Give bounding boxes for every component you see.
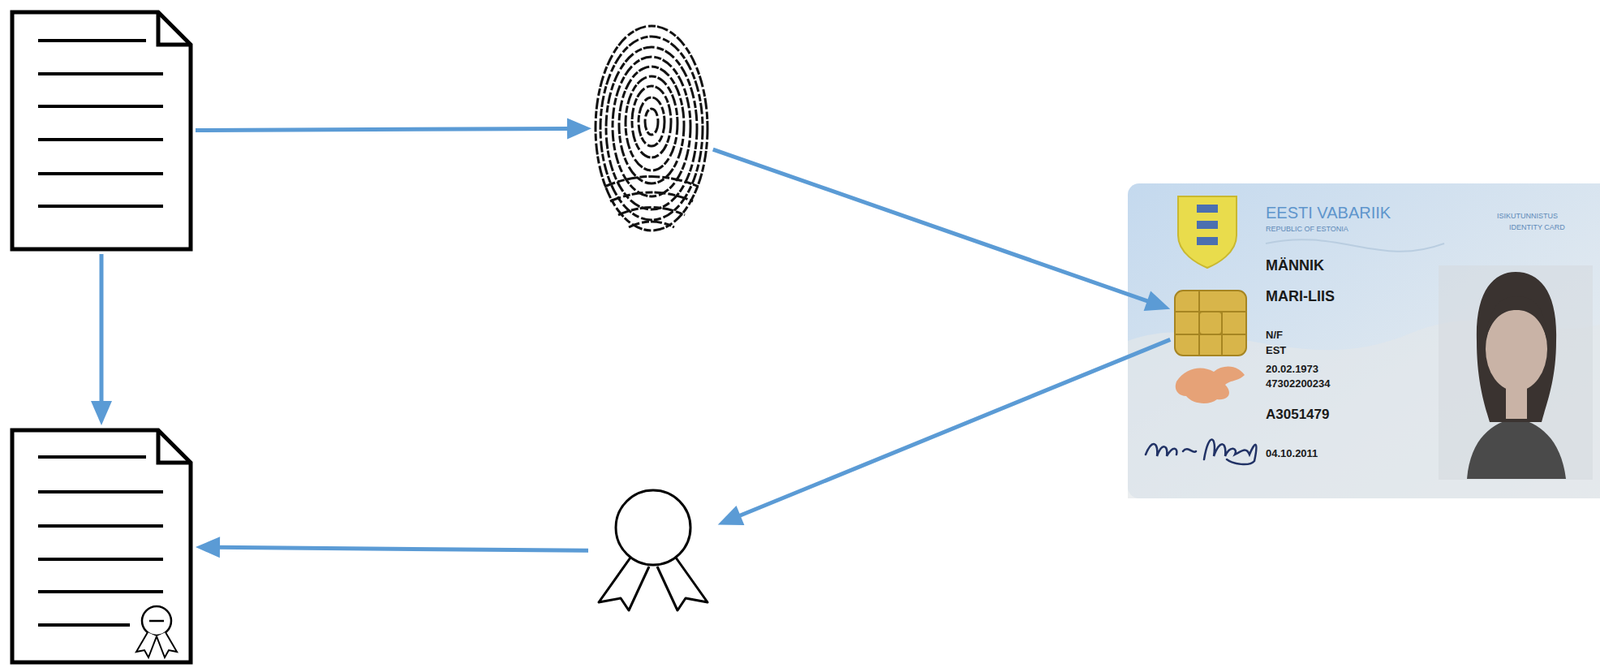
signed-document-icon (12, 430, 191, 663)
card-text: ISIKUTUNNISTUS (1496, 212, 1558, 221)
card-text: EST (1265, 344, 1287, 357)
document-icon (12, 12, 191, 250)
arrow-connector (90, 253, 112, 426)
id-card: EESTI VABARIIK REPUBLIC OF ESTONIA ISIKUTU… (1127, 183, 1600, 499)
card-text: MÄNNIK (1265, 258, 1325, 275)
card-text: 04.10.2011 (1265, 447, 1318, 460)
arrow-connector (713, 149, 1170, 311)
arrow-head (567, 117, 592, 139)
document-icon-node (10, 10, 193, 251)
card-text: 20.02.1973 (1265, 363, 1319, 375)
arrow-connector (195, 536, 589, 558)
arrow-head (195, 536, 220, 558)
id-card-picture (1127, 183, 1600, 499)
fingerprint-node (594, 17, 710, 239)
arrow-connector (195, 117, 592, 139)
card-text: N/F (1265, 329, 1283, 341)
card-text: EESTI VABARIIK (1265, 203, 1391, 222)
card-text: IDENTITY CARD (1509, 223, 1566, 233)
arrow-line (99, 253, 104, 405)
arrow-line (737, 339, 1171, 517)
fingerprint-icon (595, 25, 708, 231)
arrow-line (713, 149, 1151, 302)
card-text: A3051479 (1265, 407, 1330, 423)
card-text: 47302200234 (1265, 378, 1331, 390)
arrow-head (1144, 290, 1171, 311)
card-text: MARI-LIIS (1265, 288, 1335, 306)
chip-node (1173, 288, 1248, 357)
arrow-line (195, 128, 571, 130)
arrow-connector (718, 339, 1171, 525)
seal-node (591, 488, 715, 614)
arrow-head (90, 400, 112, 426)
arrow-line (216, 546, 589, 551)
arrow-head (718, 505, 745, 525)
seal-icon (598, 490, 708, 611)
signed-document-node (10, 428, 193, 664)
card-text: REPUBLIC OF ESTONIA (1265, 225, 1349, 234)
